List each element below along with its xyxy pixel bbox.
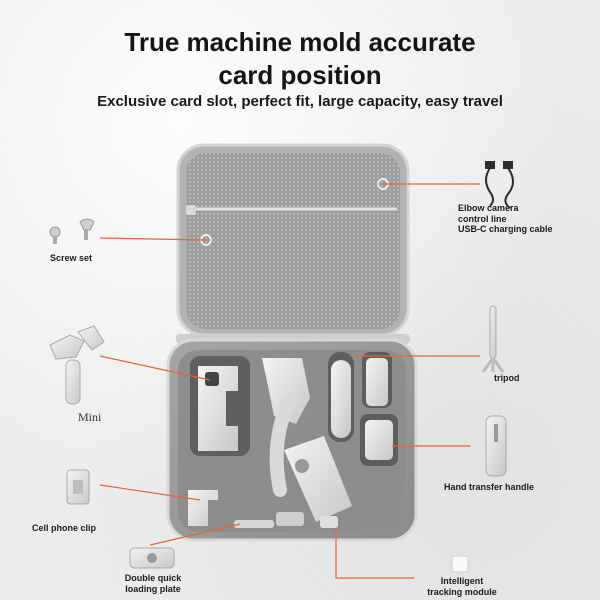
quick-plate-image [129, 547, 175, 569]
tracking-module-image [451, 555, 469, 573]
label-mini: Mini [78, 410, 102, 424]
headline: True machine mold accurate card position [124, 27, 476, 90]
label-screw-set: Screw set [50, 253, 93, 263]
hand-handle-image [485, 415, 507, 477]
phone-clip-image [66, 469, 90, 505]
label-tripod: tripod [494, 373, 520, 383]
leader-lines [99, 183, 480, 579]
case-lid [176, 143, 410, 337]
label-elbow-camera-line: Elbow camera control line [458, 203, 519, 224]
case-base [166, 338, 418, 542]
screw-set-image [49, 218, 95, 244]
label-usbc-cable: USB-C charging cable [458, 224, 553, 234]
label-hand-transfer-handle: Hand transfer handle [444, 482, 535, 492]
label-intelligent-tracking-module: Intelligent tracking module [427, 576, 497, 597]
mini-gimbal-image [49, 325, 105, 405]
cables-image [485, 161, 514, 209]
tripod-image [481, 305, 505, 373]
subheadline: Exclusive card slot, perfect fit, large … [97, 93, 503, 110]
label-cell-phone-clip: Cell phone clip [32, 523, 97, 533]
label-double-quick-plate: Double quick loading plate [124, 573, 182, 594]
